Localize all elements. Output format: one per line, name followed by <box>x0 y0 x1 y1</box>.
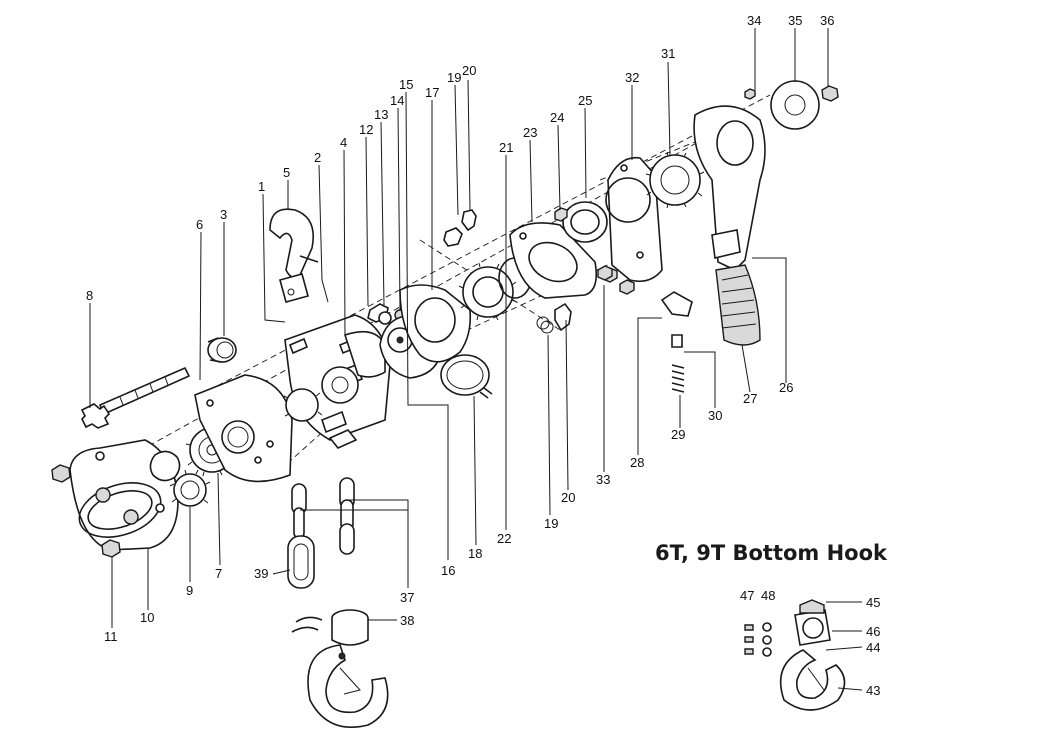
label-33: 33 <box>596 472 610 487</box>
label-10: 10 <box>140 610 154 625</box>
bearing-part-25 <box>554 201 608 243</box>
label-15: 15 <box>399 77 413 92</box>
label-12: 12 <box>359 122 373 137</box>
label-37: 37 <box>400 590 414 605</box>
load-chain-part-37 <box>291 477 355 555</box>
label-21: 21 <box>499 140 513 155</box>
label-22: 22 <box>497 531 511 546</box>
gear-part-9 <box>149 450 211 507</box>
label-20a: 20 <box>462 63 476 78</box>
label-34: 34 <box>747 13 761 28</box>
label-30: 30 <box>708 408 722 423</box>
snap-ring-part-18 <box>440 354 493 399</box>
label-38: 38 <box>400 613 414 628</box>
label-47: 47 <box>740 588 754 603</box>
label-39: 39 <box>254 566 268 581</box>
label-45: 45 <box>866 595 880 610</box>
roller-part-3 <box>207 337 237 363</box>
label-48: 48 <box>761 588 775 603</box>
label-14: 14 <box>390 93 404 108</box>
top-hook-part-5 <box>269 208 319 303</box>
label-2: 2 <box>314 150 321 165</box>
bottom-hook-part-38 <box>291 609 389 729</box>
spring-part-29 <box>671 364 685 393</box>
load-sheave-part-2 <box>321 366 359 404</box>
label-8: 8 <box>86 288 93 303</box>
label-6: 6 <box>196 217 203 232</box>
label-35: 35 <box>788 13 802 28</box>
label-29: 29 <box>671 427 685 442</box>
label-44: 44 <box>866 640 880 655</box>
nut-part-11 <box>51 464 121 558</box>
inset-title: 6T, 9T Bottom Hook <box>655 541 888 565</box>
plate-part-4 <box>343 330 386 378</box>
ratchet-parts-12-14 <box>367 303 406 325</box>
label-19b: 19 <box>544 516 558 531</box>
leader-lines <box>89 28 863 691</box>
label-31: 31 <box>661 46 675 61</box>
label-32: 32 <box>625 70 639 85</box>
ratchet-gear-part-31 <box>645 151 705 209</box>
label-28: 28 <box>630 455 644 470</box>
label-18: 18 <box>468 546 482 561</box>
inset-bottom-hook-6t-9t <box>744 599 846 711</box>
drive-shaft-part-8 <box>80 367 190 429</box>
label-19a: 19 <box>447 70 461 85</box>
side-plate-part-6 <box>194 374 293 483</box>
label-24: 24 <box>550 110 564 125</box>
lever-handle-part-26 <box>693 105 766 271</box>
label-16: 16 <box>441 563 455 578</box>
label-11: 11 <box>104 629 118 644</box>
part-labels: 1 2 3 4 5 6 7 8 9 10 11 12 13 14 15 16 1… <box>86 13 880 698</box>
label-27: 27 <box>743 391 757 406</box>
pawl-pin-part-30 <box>671 334 683 348</box>
friction-plate-part-17 <box>399 284 472 363</box>
pawl-part-28 <box>660 291 693 317</box>
label-46: 46 <box>866 624 880 639</box>
label-3: 3 <box>220 207 227 222</box>
pawl-parts-19-20 <box>443 209 572 334</box>
label-5: 5 <box>283 165 290 180</box>
label-36: 36 <box>820 13 834 28</box>
cover-plate-part-23 <box>509 222 598 299</box>
chain-link-part-39 <box>287 535 315 589</box>
label-17: 17 <box>425 85 439 100</box>
label-4: 4 <box>340 135 347 150</box>
label-26: 26 <box>779 380 793 395</box>
label-43: 43 <box>866 683 880 698</box>
nut-part-33 <box>597 265 613 281</box>
label-23: 23 <box>523 125 537 140</box>
label-25: 25 <box>578 93 592 108</box>
label-1: 1 <box>258 179 265 194</box>
label-20b: 20 <box>561 490 575 505</box>
label-9: 9 <box>186 583 193 598</box>
ratchet-disc-part-22 <box>458 257 532 321</box>
label-13: 13 <box>374 107 388 122</box>
lever-grip-part-27 <box>715 264 761 346</box>
label-7: 7 <box>215 566 222 581</box>
